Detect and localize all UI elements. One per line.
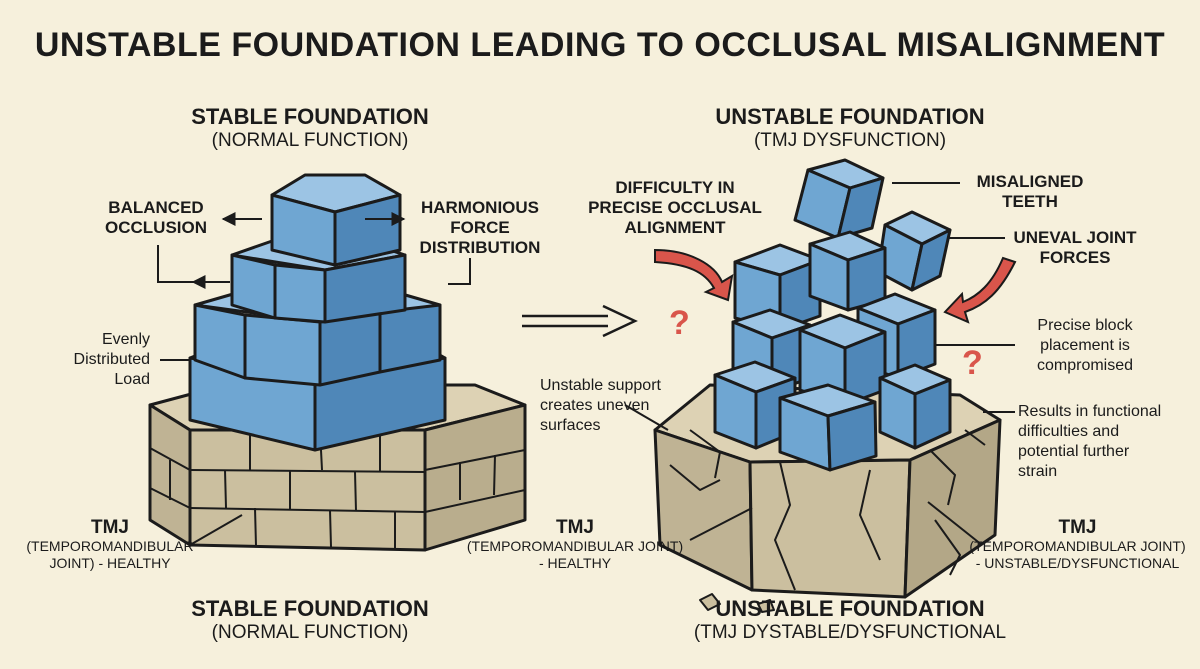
- tmj-left-title: TMJ: [91, 517, 129, 538]
- label-balanced-line-2: OCCLUSION: [105, 218, 207, 237]
- label-harmonious-force: HARMONIOUS FORCE DISTRIBUTION: [410, 198, 550, 258]
- label-evenly-distributed-load: Evenly Distributed Load: [60, 330, 150, 390]
- stable-block-stack: [188, 173, 447, 452]
- label-unstable-support: Unstable support creates uneven surfaces: [540, 376, 690, 436]
- red-force-arrows: [654, 248, 1017, 324]
- label-uneval-joint-forces: UNEVAL JOINT FORCES: [1005, 228, 1145, 268]
- leader-tmj-mid: [689, 507, 753, 541]
- label-difficulty-line-3: ALIGNMENT: [624, 218, 726, 237]
- right-bottom-subheading: (TMJ DYSTABLE/DYSFUNCTIONAL: [693, 622, 1007, 643]
- left-bottom-subheading: (NORMAL FUNCTION): [211, 622, 409, 643]
- left-subheading: (NORMAL FUNCTION): [211, 130, 409, 151]
- label-balanced-line-1: BALANCED: [108, 198, 204, 217]
- label-uneval-line-1: UNEVAL JOINT: [1013, 228, 1137, 247]
- label-precise-placement: Precise block placement is compromised: [1015, 316, 1155, 376]
- right-bottom-heading: UNSTABLE FOUNDATION: [715, 596, 985, 621]
- tmj-mid-detail-2: - HEALTHY: [538, 555, 612, 571]
- label-load-line-1: Evenly: [101, 331, 150, 348]
- label-precise-line-1: Precise block: [1037, 317, 1133, 334]
- right-heading: UNSTABLE FOUNDATION: [715, 104, 985, 129]
- label-difficulty-alignment: DIFFICULTY IN PRECISE OCCLUSAL ALIGNMENT: [585, 178, 765, 238]
- bracket-left: [157, 245, 212, 283]
- label-results-line-4: strain: [1018, 463, 1058, 480]
- label-unstable-support-line-2: creates uneven: [540, 397, 650, 414]
- tmj-right-detail-1: (TEMPOROMANDIBULAR JOINT): [969, 538, 1186, 554]
- label-harmonious-line-2: FORCE: [450, 218, 510, 237]
- tmj-left-detail-1: (TEMPOROMANDIBULAR: [26, 538, 194, 554]
- bracket-right: [448, 258, 471, 285]
- leader-tmj-left: [189, 514, 243, 546]
- tmj-right-detail-2: - UNSTABLE/DYSFUNCTIONAL: [975, 555, 1180, 571]
- label-results-line-3: potential further: [1018, 443, 1130, 460]
- label-difficulty-line-1: DIFFICULTY IN: [615, 178, 735, 197]
- label-balanced-occlusion: BALANCED OCCLUSION: [100, 198, 212, 238]
- label-uneval-line-2: FORCES: [1039, 248, 1111, 267]
- tmj-mid-title: TMJ: [556, 517, 594, 538]
- label-misaligned-line-1: MISALIGNED: [976, 172, 1084, 191]
- transition-arrow: [522, 304, 638, 338]
- label-load-line-2: Distributed: [73, 351, 150, 368]
- tmj-left-detail-2: JOINT) - HEALTHY: [49, 555, 171, 571]
- tmj-right-title: TMJ: [1058, 517, 1097, 538]
- question-mark-right: ?: [962, 344, 983, 382]
- label-load-line-3: Load: [114, 371, 150, 388]
- left-bottom-heading: STABLE FOUNDATION: [191, 596, 429, 621]
- label-difficulty-line-2: PRECISE OCCLUSAL: [588, 198, 762, 217]
- label-results-line-2: difficulties and: [1018, 423, 1120, 440]
- label-unstable-support-line-1: Unstable support: [540, 377, 661, 394]
- question-mark-left: ?: [669, 304, 690, 342]
- label-tmj-unstable-right: TMJ (TEMPOROMANDIBULAR JOINT) - UNSTABLE…: [960, 518, 1195, 572]
- leader-unstable-support: [624, 404, 669, 431]
- label-harmonious-line-3: DISTRIBUTION: [419, 238, 541, 257]
- main-title: UNSTABLE FOUNDATION LEADING TO OCCLUSAL …: [34, 26, 1166, 64]
- label-misaligned-teeth: MISALIGNED TEETH: [955, 172, 1105, 212]
- label-functional-difficulties: Results in functional difficulties and p…: [1018, 402, 1188, 482]
- misaligned-block-pile: [713, 158, 952, 472]
- leader-tmj-right: [927, 501, 983, 546]
- label-precise-line-3: compromised: [1036, 357, 1134, 374]
- label-tmj-healthy-mid: TMJ (TEMPOROMANDIBULAR JOINT) - HEALTHY: [460, 518, 690, 572]
- right-subheading: (TMJ DYSFUNCTION): [753, 130, 947, 151]
- label-precise-line-2: placement is: [1040, 337, 1130, 354]
- tmj-mid-detail-1: (TEMPOROMANDIBULAR JOINT): [466, 538, 684, 554]
- label-tmj-healthy-left: TMJ (TEMPOROMANDIBULAR JOINT) - HEALTHY: [10, 518, 210, 572]
- label-results-line-1: Results in functional: [1018, 403, 1162, 420]
- label-unstable-support-line-3: surfaces: [540, 417, 601, 434]
- label-misaligned-line-2: TEETH: [1002, 192, 1058, 211]
- label-harmonious-line-1: HARMONIOUS: [420, 198, 540, 217]
- left-heading: STABLE FOUNDATION: [191, 104, 429, 129]
